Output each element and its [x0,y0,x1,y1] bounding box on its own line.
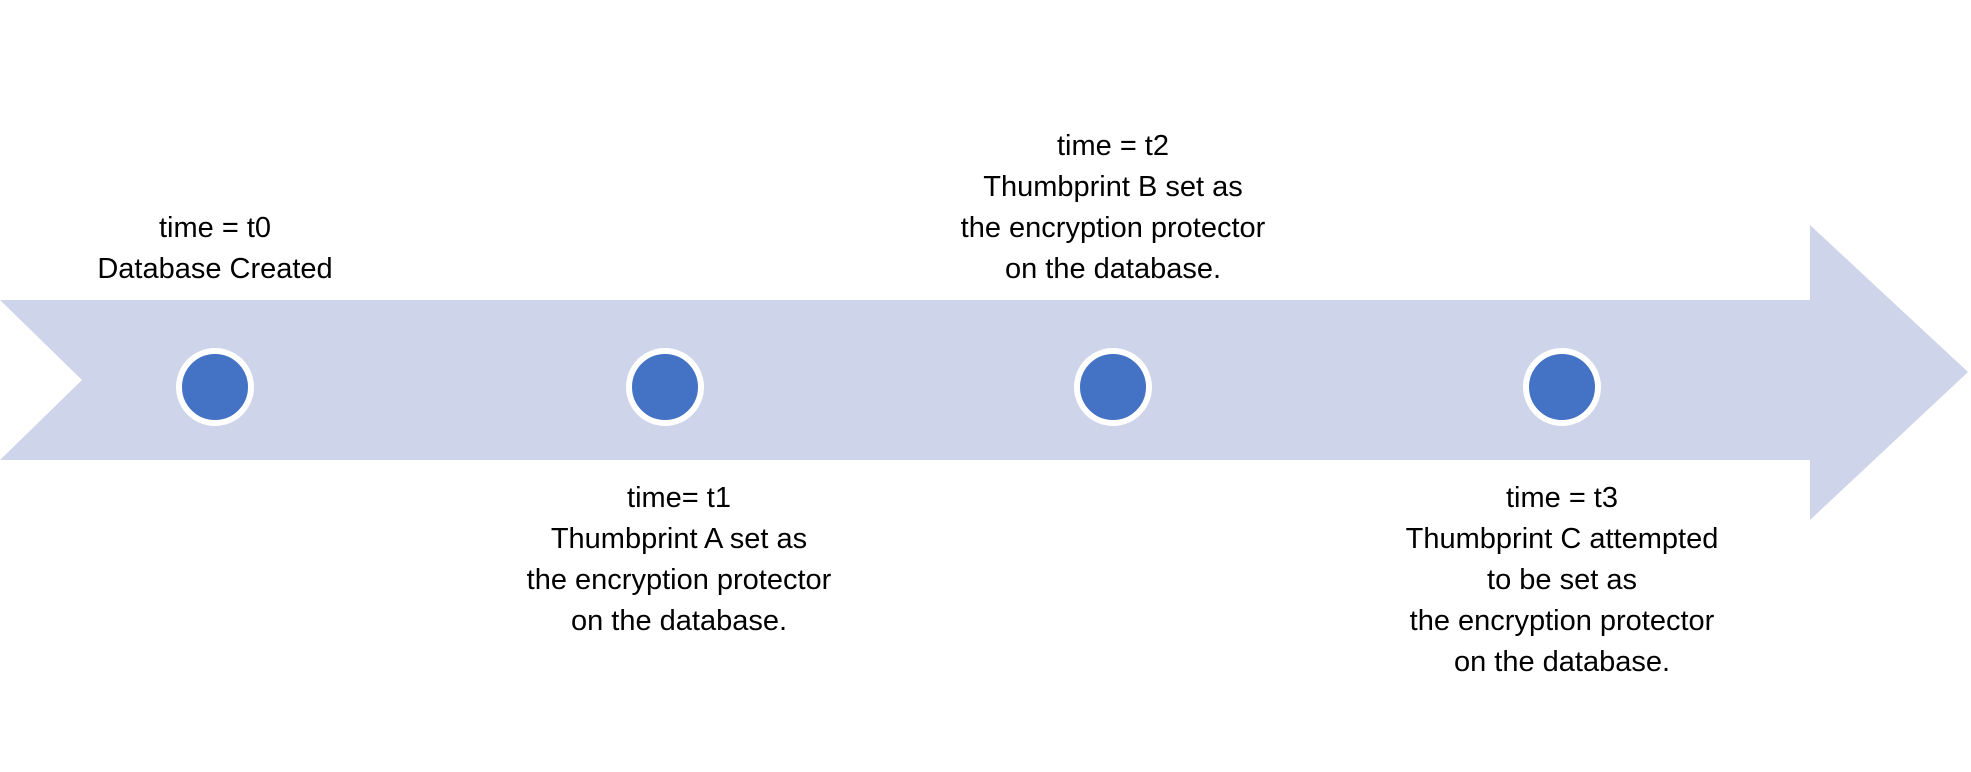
timeline-marker-t0[interactable] [176,348,254,426]
timeline-marker-t3[interactable] [1523,348,1601,426]
timeline-label-t1-line-3: on the database. [570,605,788,637]
timeline-label-t3-line-1: Thumbprint C attempted [1405,523,1719,555]
timeline-label-t1-line-0: time= t1 [627,482,731,514]
timeline-label-t2-line-1: Thumbprint B set as [983,171,1243,203]
timeline-label-t0-line-1: Database Created [97,253,333,285]
timeline-label-t2: time = t2 Thumbprint B set as the encryp… [961,126,1266,290]
timeline-label-t0: time = t0 Database Created [97,208,332,290]
timeline-label-t1-line-2: the encryption protector [526,564,832,596]
timeline-label-t3-line-2: to be set as [1487,564,1637,596]
timeline-label-t3-line-0: time = t3 [1505,482,1619,514]
timeline-marker-t1[interactable] [626,348,704,426]
timeline-label-t3: time = t3 Thumbprint C attempted to be s… [1406,478,1719,683]
timeline-label-t2-line-0: time = t2 [1056,130,1170,162]
timeline-label-t2-line-2: the encryption protector [960,212,1266,244]
timeline-label-t0-line-0: time = t0 [158,212,272,244]
timeline-label-t1: time= t1 Thumbprint A set as the encrypt… [527,478,832,642]
timeline-label-t1-line-1: Thumbprint A set as [550,523,808,555]
timeline-label-t3-line-4: on the database. [1453,646,1671,678]
timeline-marker-t2[interactable] [1074,348,1152,426]
timeline-label-t2-line-3: on the database. [1004,253,1222,285]
timeline-label-t3-line-3: the encryption protector [1409,605,1715,637]
